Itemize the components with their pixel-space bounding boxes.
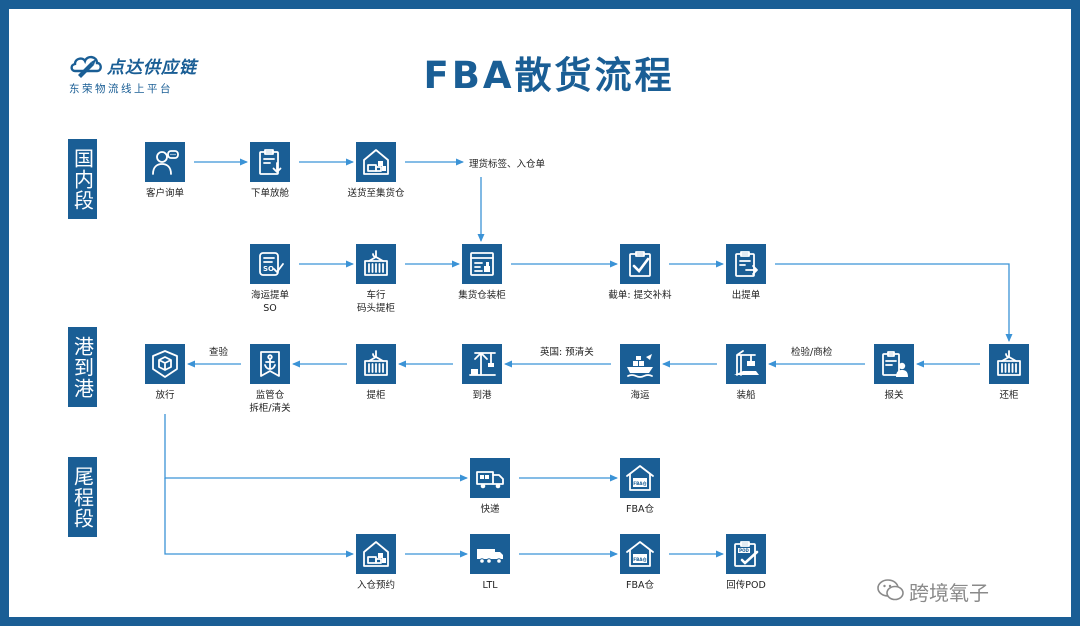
rocket-cloud-icon (70, 55, 102, 78)
node-label: LTL (482, 580, 498, 591)
loading-terminal-icon (462, 244, 502, 284)
node-label: FBA仓 (626, 580, 654, 591)
port-crane-icon (726, 344, 766, 384)
customs-officer-icon (874, 344, 914, 384)
clipboard-down-icon (250, 142, 290, 182)
so-document-icon: SO (250, 244, 290, 284)
delivery-van-icon (470, 458, 510, 498)
svg-text:FBA仓: FBA仓 (633, 556, 647, 563)
node-label: 海运提单 SO (250, 290, 289, 314)
brand-logo: 点达供应链 东荣物流线上平台 (67, 49, 207, 99)
cargo-ship-icon (620, 344, 660, 384)
clipboard-check-icon (620, 244, 660, 284)
svg-text:POD: POD (739, 548, 749, 553)
node-label: 装船 (736, 390, 756, 401)
node-label: 下单放舱 (250, 188, 289, 199)
stage-tail: 尾程段 (68, 457, 97, 537)
wechat-icon (877, 579, 904, 601)
fba-warehouse-icon: FBA仓 (620, 534, 660, 574)
container-hook-icon (356, 344, 396, 384)
stage-domestic: 国内段 (68, 139, 97, 219)
node-label: 车行 码头提柜 (356, 290, 395, 314)
brand-tagline: 东荣物流线上平台 (69, 83, 173, 95)
dock-crane-icon (462, 344, 502, 384)
svg-text:SO: SO (263, 265, 274, 273)
page-title: FBA散货流程 (423, 54, 675, 97)
node-label: 快递 (480, 504, 500, 515)
node-label: 提柜 (366, 390, 386, 401)
node-label: 放行 (155, 390, 175, 401)
edge-label-uk_preclear: 英国: 预清关 (540, 347, 594, 358)
flow-edges (164, 158, 1013, 558)
node-label: 还柜 (999, 390, 1019, 401)
node-label: 客户询单 (145, 188, 184, 199)
clipboard-out-icon (726, 244, 766, 284)
node-label: 截单: 提交补料 (608, 290, 672, 301)
edge-label-label_sort: 理货标签、入仓单 (469, 159, 546, 170)
arrow-release-appt (164, 478, 354, 558)
anchor-document-icon (250, 344, 290, 384)
pod-clipboard-icon: POD (726, 534, 766, 574)
container-hook-icon (989, 344, 1029, 384)
node-label: 回传POD (726, 580, 766, 591)
cube-shield-icon (145, 344, 185, 384)
freight-truck-icon (470, 534, 510, 574)
customer-chat-icon (145, 142, 185, 182)
svg-text:FBA仓: FBA仓 (633, 480, 647, 487)
container-hook-icon (356, 244, 396, 284)
node-label: 监管仓 拆柜/清关 (249, 390, 291, 414)
brand-name: 点达供应链 (107, 58, 197, 78)
node-label: 报关 (884, 390, 904, 401)
warehouse-truck-icon (356, 142, 396, 182)
arrow-release-express (164, 414, 468, 482)
edge-label-inspection: 检验/商检 (791, 347, 833, 358)
node-label: 集货仓装柜 (458, 290, 506, 301)
stage-port: 港到港 (68, 327, 97, 407)
edge-label-check: 查验 (209, 347, 229, 358)
warehouse-truck-icon (356, 534, 396, 574)
arrow-issue-return (775, 263, 1013, 342)
node-label: FBA仓 (626, 504, 654, 515)
watermark: 跨境氧子 (909, 581, 989, 605)
node-label: 到港 (472, 390, 492, 401)
node-label: 入仓预约 (356, 580, 395, 591)
node-label: 海运 (630, 390, 650, 401)
node-label: 出提单 (731, 290, 761, 301)
node-label: 送货至集货仓 (347, 188, 405, 199)
fba-warehouse-icon: FBA仓 (620, 458, 660, 498)
